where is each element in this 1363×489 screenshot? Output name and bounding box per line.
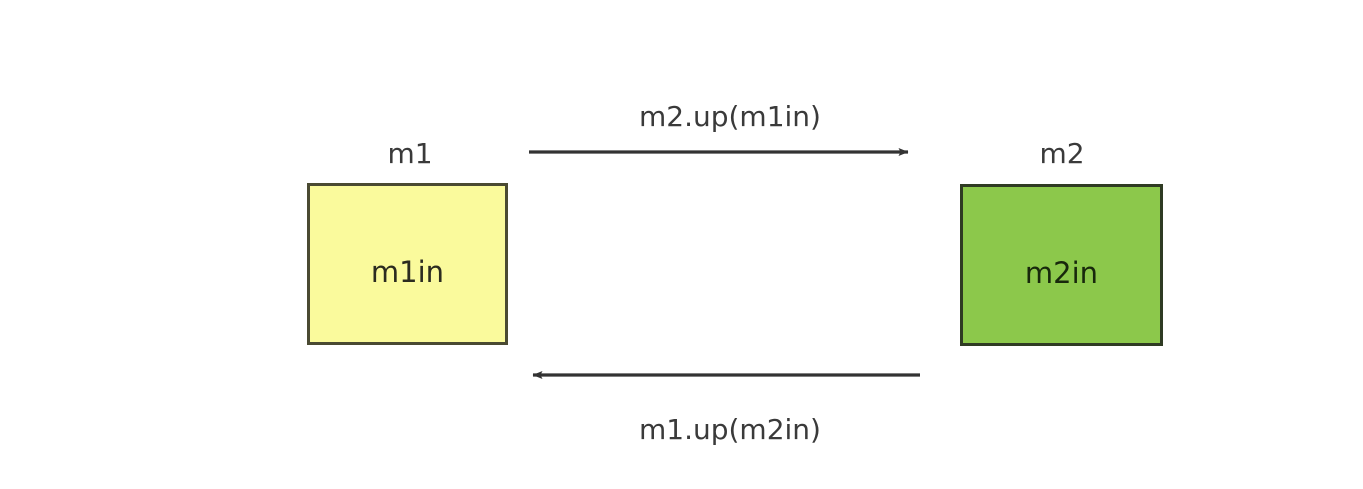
node-m2-inner-label: m2in [1024, 256, 1099, 290]
node-m2-box[interactable]: m2in [960, 184, 1163, 346]
edge-m1-to-m2-label: m2.up(m1in) [639, 100, 821, 133]
node-m1-caption: m1 [387, 137, 433, 170]
node-m1-inner-label: m1in [370, 255, 445, 289]
node-m1-box[interactable]: m1in [307, 183, 508, 345]
edge-m2-to-m1-label: m1.up(m2in) [639, 413, 821, 446]
node-m2-caption: m2 [1039, 137, 1085, 170]
